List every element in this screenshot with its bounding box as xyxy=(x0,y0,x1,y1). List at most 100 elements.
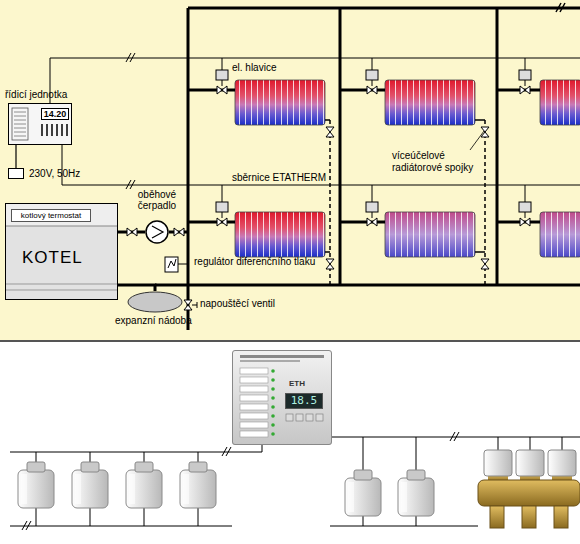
radiator xyxy=(540,80,580,125)
actuator-label: el. hlavice xyxy=(232,62,276,74)
radiator xyxy=(385,80,475,125)
regulator-label: regulátor diferenčního tlaku xyxy=(194,256,315,268)
bus-cable xyxy=(10,526,232,527)
bus-cable xyxy=(10,445,262,452)
bus-cable xyxy=(222,185,525,202)
power-plug: 230V, 50Hz xyxy=(8,168,24,179)
boiler-text: KOTEL xyxy=(22,248,83,268)
bus-cable xyxy=(450,432,459,441)
valve xyxy=(520,86,530,94)
power-cable xyxy=(15,145,16,168)
heating-pipe xyxy=(339,8,342,285)
device-body xyxy=(240,368,268,374)
circulation-pump-outline xyxy=(145,220,169,244)
bus-cable xyxy=(50,58,580,103)
leader-line xyxy=(470,131,484,150)
control-unit-body xyxy=(12,108,28,140)
boiler-body xyxy=(5,284,118,290)
valve xyxy=(366,202,378,212)
bus-cable xyxy=(62,145,580,185)
radiator xyxy=(235,212,325,257)
background xyxy=(0,0,580,341)
control-device: ETH18.5 xyxy=(232,350,332,445)
control-unit: řídicí jednotka14.20 xyxy=(8,103,72,145)
background xyxy=(0,340,580,342)
bus-label: sběrnice ETATHERM xyxy=(232,172,326,184)
valve xyxy=(366,70,378,80)
valve xyxy=(222,80,525,218)
actuator-head xyxy=(18,462,434,516)
device-body xyxy=(240,360,300,362)
radiator xyxy=(235,212,325,257)
valve xyxy=(184,300,192,310)
return-pipe xyxy=(325,120,485,252)
valve xyxy=(192,302,197,308)
valve xyxy=(127,228,137,236)
device-body xyxy=(232,350,332,445)
unit-display: 14.20 xyxy=(41,108,69,120)
radiator xyxy=(235,80,325,125)
manifold xyxy=(522,506,536,528)
heating-pipe xyxy=(155,8,580,330)
unit-display-text: 14.20 xyxy=(42,109,68,119)
valve xyxy=(519,70,531,80)
manifold xyxy=(484,450,512,476)
device-body xyxy=(271,387,275,391)
device-body xyxy=(271,405,275,409)
bus-cable xyxy=(50,3,580,202)
bus-cable xyxy=(222,447,231,456)
manifold xyxy=(478,480,580,506)
heating-pipe xyxy=(155,284,580,287)
return-pipe xyxy=(330,120,485,285)
valve xyxy=(217,218,227,226)
boiler-body xyxy=(5,203,118,226)
valve xyxy=(174,228,184,236)
valve-label: napouštěcí ventil xyxy=(200,298,275,310)
actuator-head xyxy=(398,470,434,516)
heating-pipe xyxy=(188,89,540,92)
valve xyxy=(168,259,176,268)
device-body xyxy=(271,423,275,427)
bus-cable xyxy=(330,526,478,527)
device-body xyxy=(271,378,275,382)
device-display: 18.5 xyxy=(285,393,323,409)
expansion-vessel-text: expanzní nádoba xyxy=(115,315,192,327)
bus-cable xyxy=(22,521,31,530)
bus-cable xyxy=(10,432,580,530)
device-body xyxy=(316,414,323,421)
background xyxy=(0,0,580,341)
actuator-head xyxy=(180,462,216,508)
valve xyxy=(519,202,531,212)
device-body xyxy=(240,377,268,383)
radiator xyxy=(235,212,325,257)
control-unit-body xyxy=(42,124,67,136)
manifold xyxy=(478,450,580,528)
valve xyxy=(481,259,489,269)
power-plug-text: 230V, 50Hz xyxy=(29,168,80,180)
valve xyxy=(216,202,228,212)
vessel-ellipse xyxy=(128,292,182,312)
valve xyxy=(520,218,530,226)
control-unit-body xyxy=(8,103,72,145)
control-unit-body xyxy=(8,103,72,145)
bus-cable xyxy=(36,508,198,526)
radiator xyxy=(385,80,475,125)
bus-cable xyxy=(126,180,135,189)
device-body xyxy=(240,355,324,358)
device-body xyxy=(271,369,275,373)
manifold xyxy=(554,506,568,528)
device-body xyxy=(286,414,293,421)
heating-pipe xyxy=(188,221,540,224)
valve xyxy=(165,257,178,272)
bus-cable xyxy=(36,452,198,462)
radiator xyxy=(385,212,475,257)
radiator xyxy=(540,80,580,125)
device-body xyxy=(296,414,303,421)
bus-cable xyxy=(363,516,416,526)
valve xyxy=(217,86,227,94)
valve xyxy=(367,218,377,226)
boiler-thermostat-text: kotlový termostat xyxy=(12,210,90,221)
radiator xyxy=(540,212,580,257)
